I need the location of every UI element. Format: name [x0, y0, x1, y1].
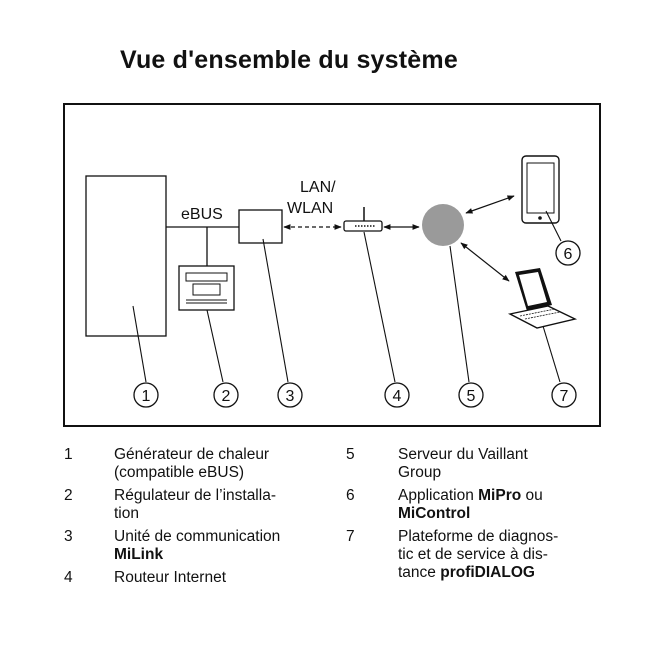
laptop-icon: [507, 268, 578, 329]
legend-number: 6: [346, 487, 355, 504]
legend-text: Routeur Internet: [114, 569, 227, 586]
svg-text:2: 2: [222, 388, 231, 405]
server-cloud: [422, 204, 464, 246]
legend-number: 7: [346, 528, 355, 545]
server-phone-link: [465, 195, 515, 214]
svg-text:7: 7: [560, 388, 569, 405]
legend-left: 1 Générateur de chaleur (compatible eBUS…: [64, 446, 324, 606]
router-icon: [343, 207, 383, 232]
lan-label: LAN/: [300, 179, 336, 196]
legend-text: Application MiPro ou: [398, 487, 543, 504]
wlan-label: WLAN: [287, 200, 333, 217]
heat-generator-box: [85, 175, 167, 337]
leader-5: [449, 245, 470, 383]
ebus-label: eBUS: [181, 206, 223, 223]
legend-text: Générateur de chaleur: [114, 446, 270, 463]
callout-5: 5: [458, 382, 484, 408]
legend-text-bold: MiLink: [114, 546, 164, 563]
callout-3: 3: [277, 382, 303, 408]
svg-text:3: 3: [286, 388, 295, 405]
svg-text:5: 5: [467, 388, 476, 405]
legend-text: Régulateur de l’installa-: [114, 487, 276, 504]
legend-text: Plateforme de diagnos-: [398, 528, 559, 545]
leader-7: [542, 325, 561, 383]
legend-number: 4: [64, 569, 73, 586]
leader-2: [206, 309, 224, 383]
communication-unit-box: [238, 209, 283, 244]
diagram-frame: [63, 103, 601, 427]
leader-4: [363, 231, 396, 383]
page-title: Vue d'ensemble du système: [120, 46, 458, 74]
leader-1: [132, 305, 147, 383]
svg-text:6: 6: [564, 246, 573, 263]
leader-3: [262, 238, 289, 383]
legend-text: tic et de service à dis-: [398, 546, 548, 563]
svg-text:1: 1: [142, 388, 151, 405]
svg-text:4: 4: [393, 388, 402, 405]
legend-text: (compatible eBUS): [114, 464, 245, 481]
legend-number: 2: [64, 487, 73, 504]
callout-4: 4: [384, 382, 410, 408]
callout-6: 6: [555, 240, 581, 266]
callout-7: 7: [551, 382, 577, 408]
legend-number: 1: [64, 446, 73, 463]
legend-text-bold: MiControl: [398, 505, 471, 522]
legend-right: 5 Serveur du Vaillant Group 6 Applicatio…: [346, 446, 626, 606]
regulator-device: [178, 265, 235, 311]
legend-number: 5: [346, 446, 355, 463]
legend-number: 3: [64, 528, 73, 545]
server-laptop-link: [460, 242, 510, 282]
legend-text: Group: [398, 464, 442, 481]
leader-6: [545, 210, 562, 242]
legend-text: Serveur du Vaillant: [398, 446, 528, 463]
legend-text: Unité de communication: [114, 528, 281, 545]
legend-text: tion: [114, 505, 139, 522]
callout-1: 1: [133, 382, 159, 408]
smartphone-icon: [521, 155, 560, 224]
callout-2: 2: [213, 382, 239, 408]
legend-text: tance profiDIALOG: [398, 564, 535, 581]
